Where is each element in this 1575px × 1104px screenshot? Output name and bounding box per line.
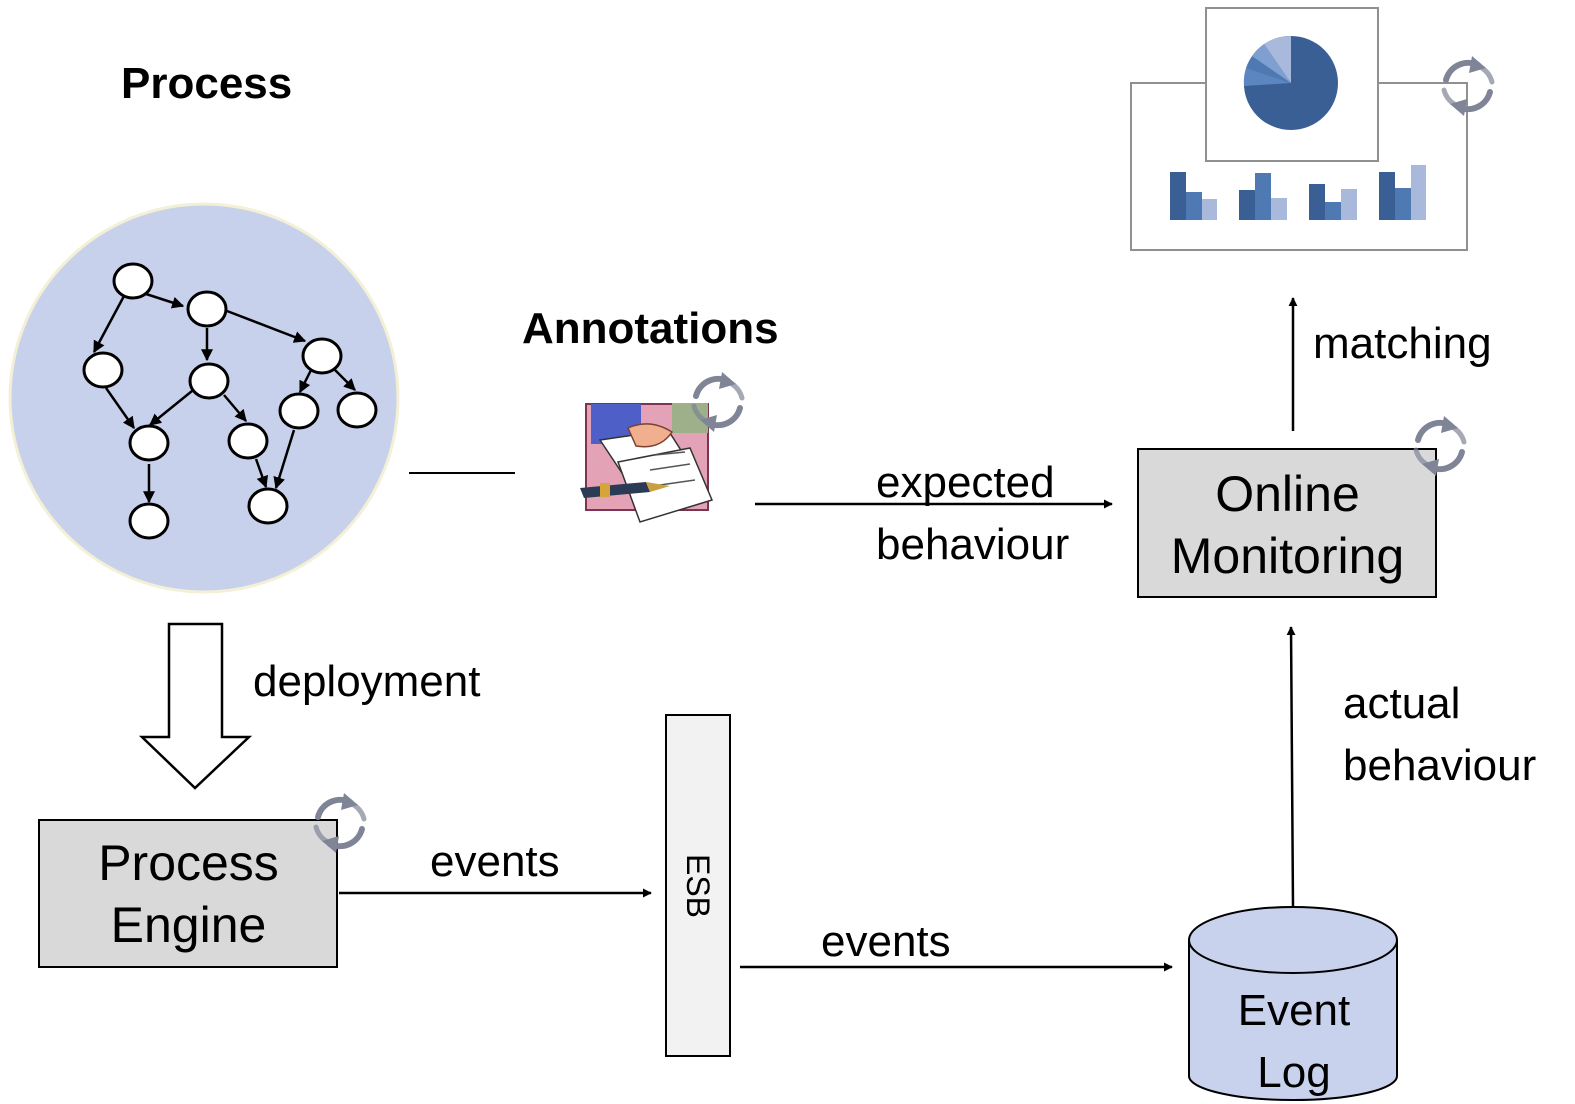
events-esb-log-label: events <box>821 917 951 966</box>
annotations-title: Annotations <box>522 304 779 353</box>
event-log-cylinder <box>1188 906 1398 1101</box>
matching-label: matching <box>1313 319 1492 368</box>
esb-label: ESB <box>680 853 716 919</box>
expected-behaviour-label: expected behaviour <box>876 458 1070 569</box>
deployment-arrow <box>138 622 253 790</box>
actual-behaviour-label: actual behaviour <box>1343 679 1537 790</box>
online-monitoring-box <box>1137 448 1437 598</box>
bar-charts <box>1170 165 1426 220</box>
process-engine-box <box>38 819 338 968</box>
esb-box <box>665 714 731 1057</box>
dashboard-charts-icon <box>1130 7 1468 251</box>
deployment-label: deployment <box>253 657 481 706</box>
actual-behaviour-arrow <box>1286 626 1296 908</box>
event-log-label: Event Log <box>1237 986 1351 1097</box>
online-monitoring-label: Online Monitoring <box>1170 466 1405 584</box>
process-graph-nodes <box>82 262 378 540</box>
process-title: Process <box>121 59 293 108</box>
process-graph-icon <box>8 202 400 594</box>
process-engine-label: Process Engine <box>98 835 279 953</box>
handshake-contract-icon <box>580 403 714 523</box>
process-graph-edges <box>92 291 356 504</box>
events-engine-esb-label: events <box>430 837 560 886</box>
